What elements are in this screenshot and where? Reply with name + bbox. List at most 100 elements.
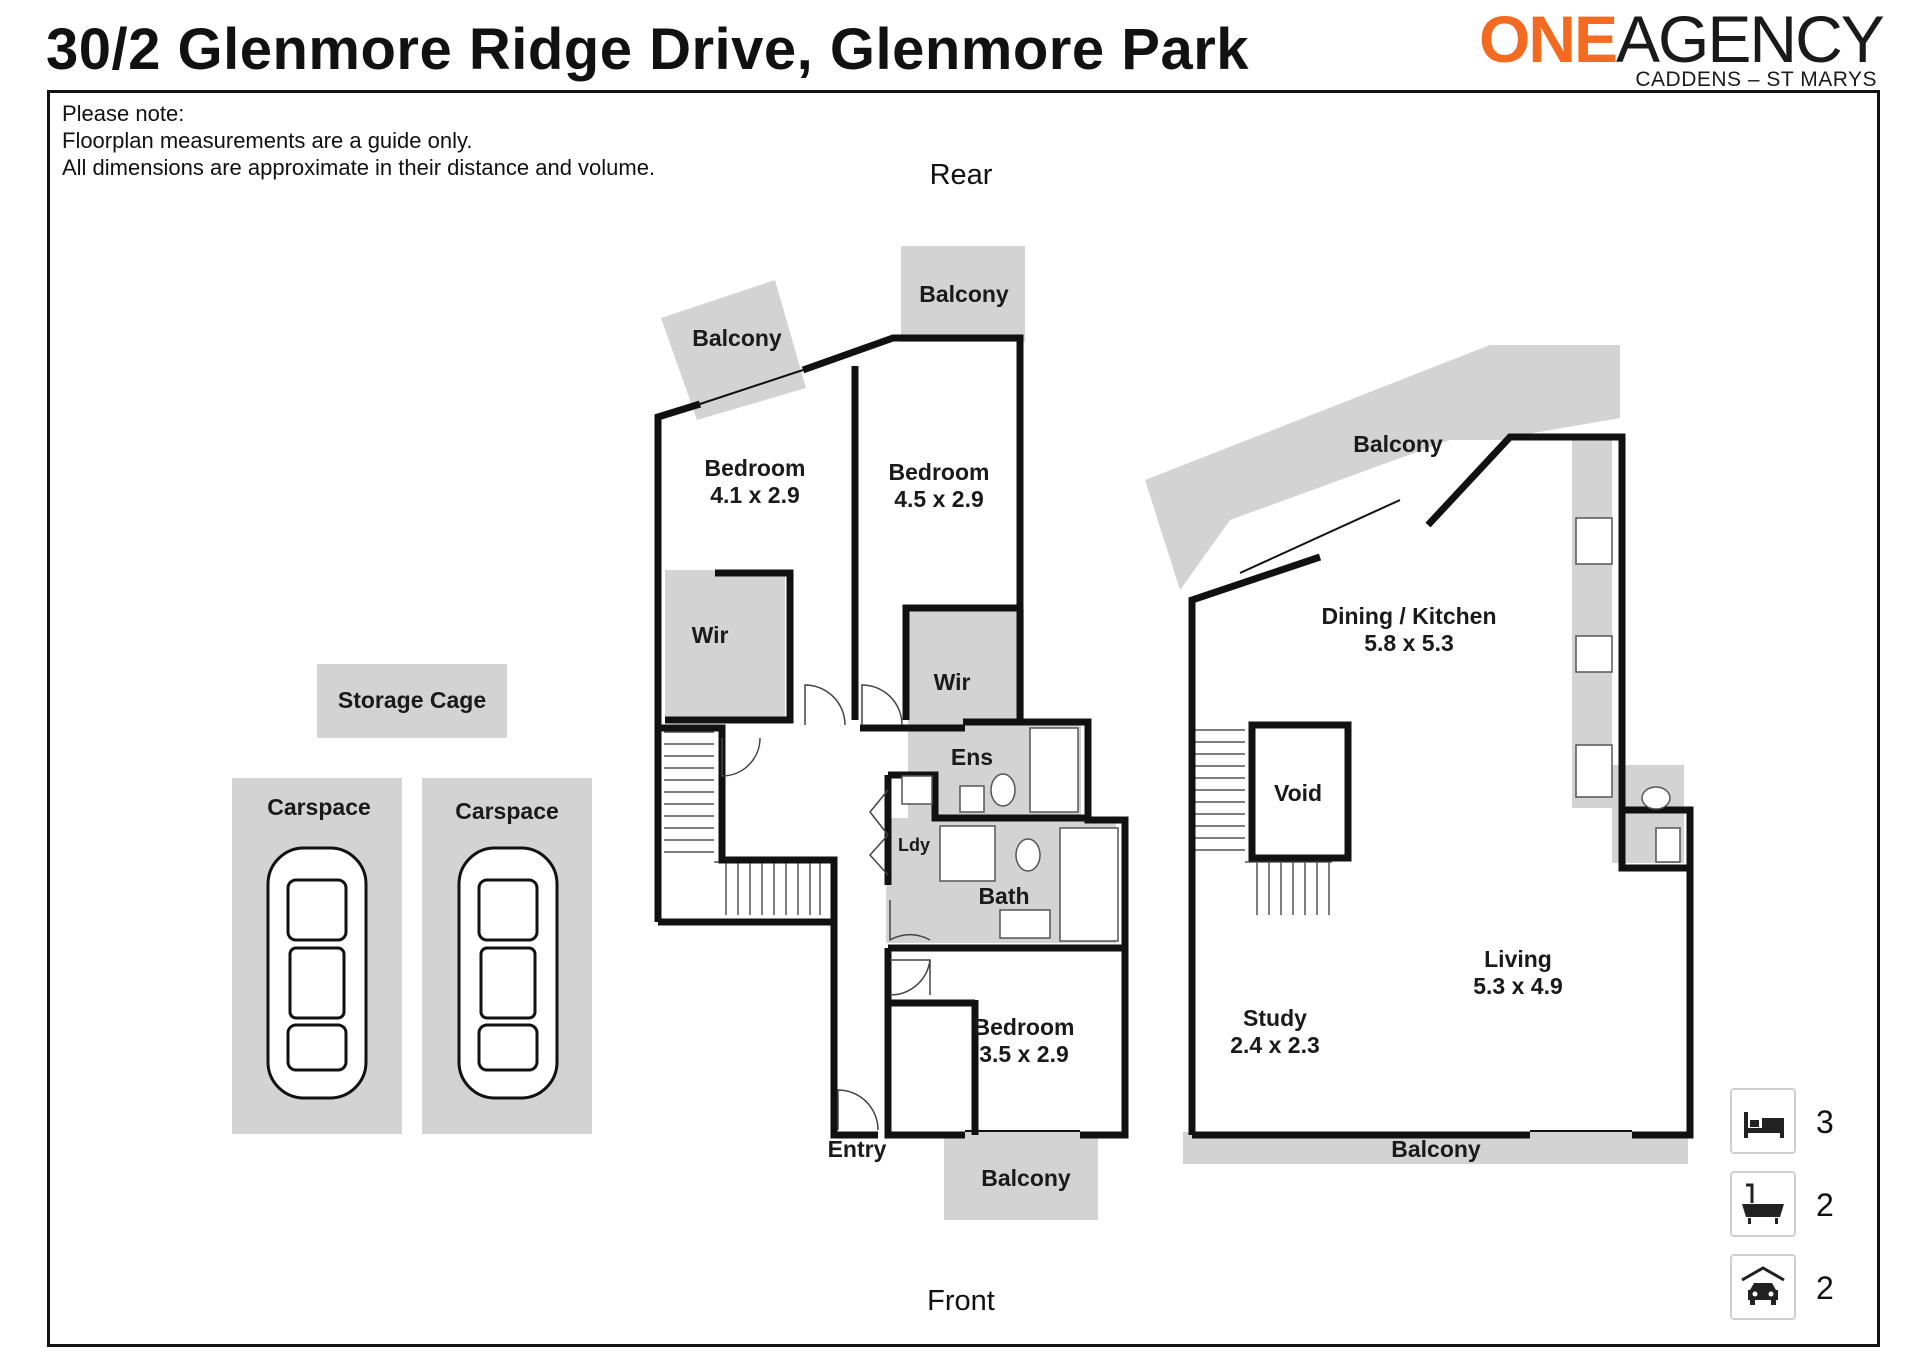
car-icon (457, 846, 559, 1100)
door-swing (804, 684, 846, 726)
wall (830, 922, 878, 1139)
storage-cage-area (317, 664, 507, 738)
carspace-label: Carspace (455, 798, 559, 824)
vanity (1655, 827, 1681, 863)
shower (939, 825, 996, 882)
vanity (999, 909, 1051, 939)
laundry-tub (901, 775, 933, 805)
sink (1575, 517, 1613, 565)
dining-kitchen-size: 5.8 x 5.3 (1364, 630, 1454, 656)
property-address: 30/2 Glenmore Ridge Drive, Glenmore Park (46, 17, 1250, 82)
shower (1029, 727, 1079, 813)
note-line: All dimensions are approximate in their … (62, 155, 656, 180)
logo-agency: AGENCY (1616, 2, 1885, 76)
disclaimer-note: Please note: Floorplan measurements are … (62, 100, 655, 181)
door-swing (721, 737, 761, 777)
balcony-label: Balcony (1353, 431, 1443, 457)
vanity (959, 785, 985, 813)
bedrooms-count: 3 (1816, 1104, 1834, 1140)
front-label: Front (927, 1285, 995, 1317)
cooktop (1575, 635, 1613, 673)
bedroom-label: Bedroom (889, 459, 990, 485)
outdoor-areas (232, 246, 1688, 1220)
door-swing (889, 900, 931, 942)
storage-cage-label: Storage Cage (338, 687, 486, 713)
wir-area (665, 570, 785, 718)
laundry-label: Ldy (898, 835, 930, 855)
bedroom-label: Bedroom (705, 455, 806, 481)
agency-logo: ONEAGENCY CADDENS – ST MARYS (1479, 6, 1889, 91)
wir-area (904, 610, 1024, 720)
bedroom-size: 4.5 x 2.9 (894, 486, 984, 512)
toilet (990, 773, 1016, 807)
toilet (1641, 786, 1671, 810)
note-heading: Please note: (62, 101, 185, 126)
car-roof (479, 946, 537, 1020)
bathrooms-stat: 2 (1730, 1171, 1850, 1241)
balcony-area (901, 246, 1025, 342)
ens-label: Ens (951, 744, 993, 770)
bedroom-size: 4.1 x 2.9 (710, 482, 800, 508)
parking-stat: 2 (1730, 1254, 1850, 1324)
doors (721, 684, 931, 1131)
bathtub (1059, 827, 1119, 942)
wir-label: Wir (934, 669, 971, 695)
bed-icon (1730, 1088, 1796, 1154)
balcony-label: Balcony (692, 325, 782, 351)
wall (1248, 721, 1690, 872)
wir-label: Wir (692, 622, 729, 648)
stairs (664, 729, 1332, 915)
balcony-label: Balcony (919, 281, 1009, 307)
living-size: 5.3 x 4.9 (1473, 973, 1563, 999)
wall (884, 771, 1088, 885)
stair-treads (664, 731, 714, 853)
balcony-area (1145, 345, 1620, 590)
sliding-door (699, 369, 804, 405)
sliding-doors (699, 339, 1632, 1132)
parking-count: 2 (1816, 1270, 1834, 1306)
stair-treads (714, 861, 821, 915)
balcony-area (661, 280, 806, 420)
note-line: Floorplan measurements are a guide only. (62, 128, 473, 153)
stair-treads (1245, 861, 1332, 915)
bedroom-size: 3.5 x 2.9 (979, 1041, 1069, 1067)
wall (665, 569, 794, 724)
living-label: Living (1484, 946, 1552, 972)
car-roof (288, 946, 346, 1020)
wall (888, 718, 1129, 952)
carspace-label: Carspace (267, 794, 371, 820)
toilet (1015, 838, 1041, 872)
fixtures (901, 517, 1681, 942)
logo-subtitle: CADDENS – ST MARYS (1635, 68, 1877, 91)
wall (658, 724, 838, 926)
balcony-area (944, 1132, 1098, 1220)
bathrooms-count: 2 (1816, 1187, 1834, 1223)
car-windshield (286, 878, 348, 942)
bath-label: Bath (978, 883, 1029, 909)
logo-one: ONE (1479, 2, 1618, 76)
fridge (1575, 744, 1613, 798)
wall (884, 948, 1129, 1139)
void-label: Void (1274, 780, 1322, 806)
bedroom-label: Bedroom (974, 1014, 1075, 1040)
bedrooms-stat: 3 (1730, 1088, 1850, 1158)
dining-kitchen-label: Dining / Kitchen (1321, 603, 1496, 629)
floorplan-frame (47, 90, 1880, 1347)
balcony-label: Balcony (1391, 1136, 1481, 1162)
entry-label: Entry (828, 1136, 887, 1162)
walls (654, 334, 1694, 1139)
wall (860, 604, 1024, 732)
car-rear-window (477, 1023, 539, 1072)
rear-label: Rear (930, 159, 993, 191)
car-icon (266, 846, 368, 1100)
door-swing (889, 959, 931, 996)
garage-car-icon (1730, 1254, 1796, 1320)
car-windshield (477, 878, 539, 942)
car-rear-window (286, 1023, 348, 1072)
study-label: Study (1243, 1005, 1307, 1031)
door-swing (868, 789, 889, 876)
bathtub-icon (1730, 1171, 1796, 1237)
balcony-label: Balcony (981, 1165, 1071, 1191)
study-size: 2.4 x 2.3 (1230, 1032, 1320, 1058)
